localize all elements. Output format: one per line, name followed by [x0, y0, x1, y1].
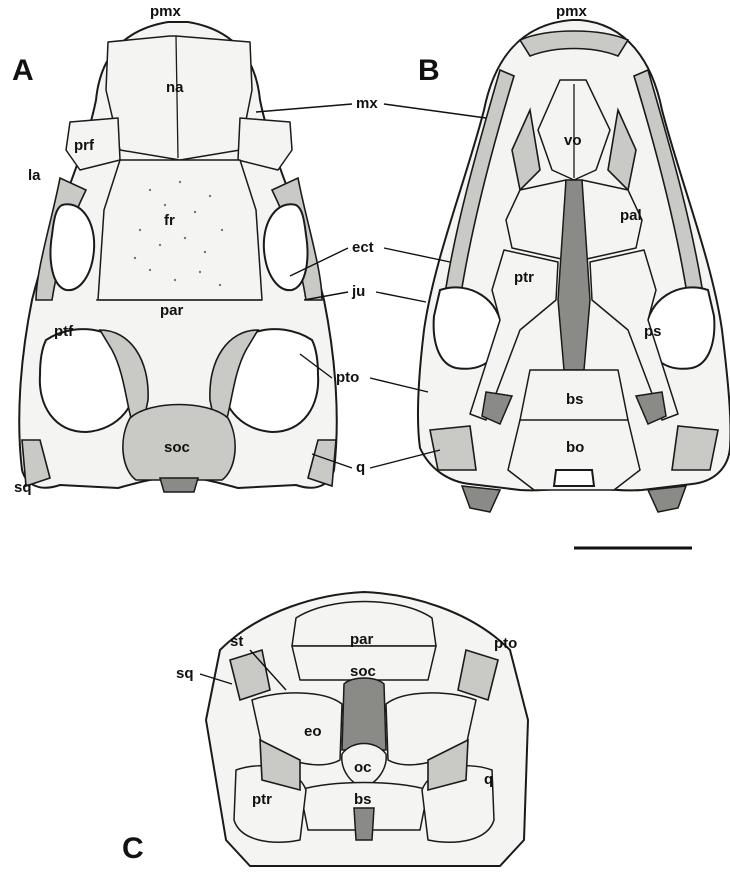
label-ect: ect: [352, 239, 374, 256]
panel-c-occipital-skull: C par st pto soc sq eo oc q: [122, 592, 528, 866]
label-a-prf: prf: [74, 137, 95, 154]
panel-a-letter: A: [12, 54, 34, 87]
label-b-pmx: pmx: [556, 3, 588, 20]
panel-a-dorsal-skull: A: [12, 3, 337, 496]
label-b-ptr: ptr: [514, 269, 534, 286]
foramen-magnum: [342, 678, 386, 750]
label-c-st: st: [230, 633, 243, 650]
label-b-bs: bs: [566, 391, 584, 408]
nasal-bones: [106, 36, 252, 160]
right-prefrontal: [238, 118, 292, 170]
label-c-eo: eo: [304, 723, 322, 740]
label-b-vo: vo: [564, 132, 582, 149]
label-pto: pto: [336, 369, 359, 386]
label-ju: ju: [351, 283, 365, 300]
panel-b-ventral-skull: B: [418, 3, 730, 512]
label-c-ptr: ptr: [252, 791, 272, 808]
label-c-pto: pto: [494, 635, 517, 652]
label-a-sq: sq: [14, 479, 32, 496]
label-c-sq: sq: [176, 665, 194, 682]
label-q: q: [356, 459, 365, 476]
label-a-la: la: [28, 167, 41, 184]
label-a-par: par: [160, 302, 184, 319]
label-a-na: na: [166, 79, 184, 96]
label-b-ps: ps: [644, 323, 662, 340]
label-c-oc: oc: [354, 759, 372, 776]
label-c-q: q: [484, 771, 493, 788]
label-c-soc: soc: [350, 663, 376, 680]
label-a-ptf: ptf: [54, 323, 74, 340]
label-b-pal: pal: [620, 207, 642, 224]
label-mx: mx: [356, 95, 378, 112]
foramen-magnum-ventral: [554, 470, 594, 486]
label-a-fr: fr: [164, 212, 175, 229]
label-a-soc: soc: [164, 439, 190, 456]
panel-b-letter: B: [418, 54, 440, 87]
label-c-par: par: [350, 631, 374, 648]
label-c-bs: bs: [354, 791, 372, 808]
label-a-pmx: pmx: [150, 3, 182, 20]
label-b-bo: bo: [566, 439, 584, 456]
panel-c-letter: C: [122, 832, 144, 865]
occipital-condyle: [160, 478, 198, 492]
